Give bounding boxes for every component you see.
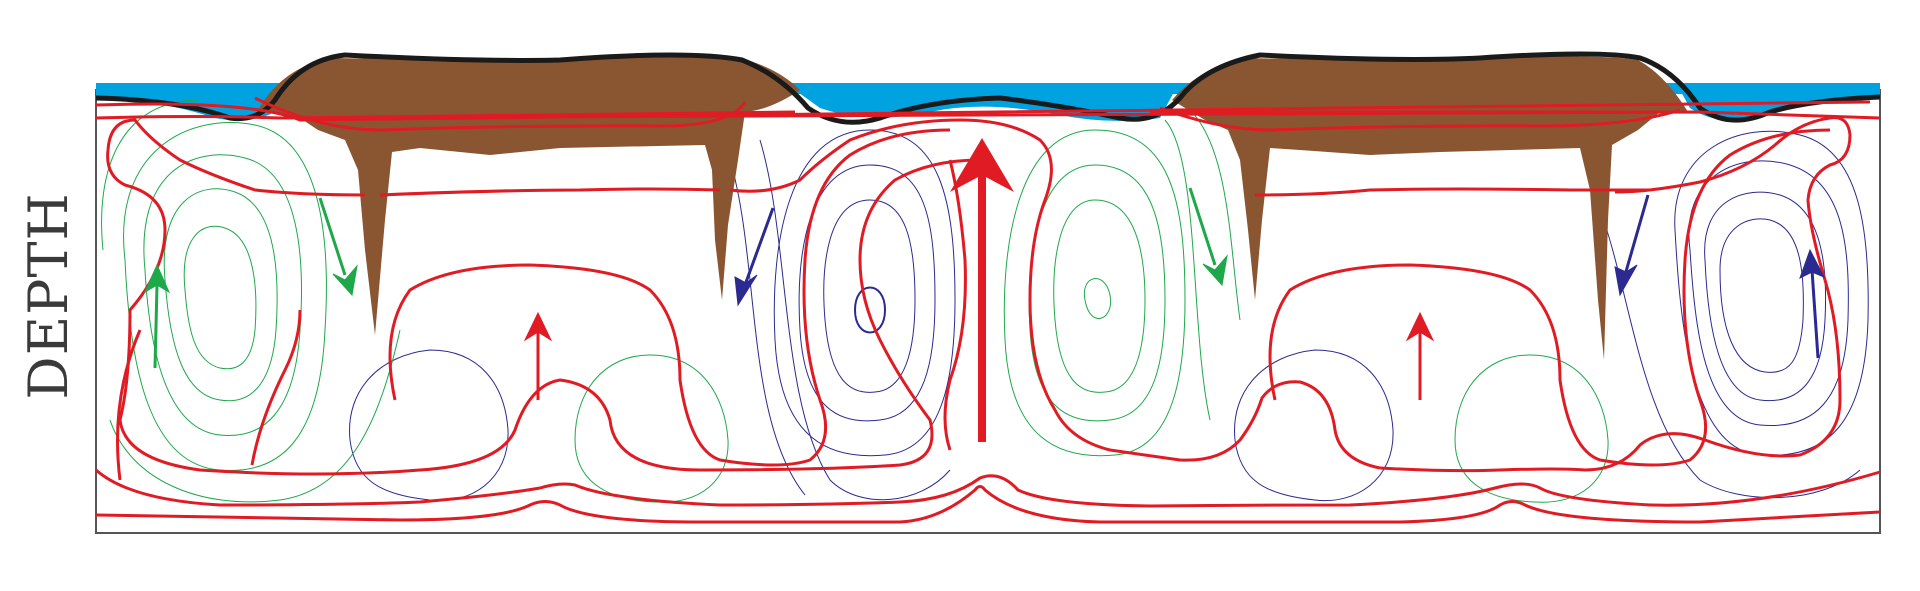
red-streamline <box>379 187 721 197</box>
red-streamline <box>284 110 796 120</box>
green-arrow-icon <box>318 197 358 297</box>
red-streamline <box>106 118 981 476</box>
red-streamlines <box>95 96 1881 524</box>
green-streamline <box>1053 199 1146 393</box>
blue-streamline <box>349 349 509 502</box>
green-streamline <box>123 122 327 471</box>
blue-streamline <box>1704 191 1827 402</box>
red-streamline <box>250 309 302 466</box>
blue-arrow-icon <box>1799 248 1826 359</box>
blue-streamline <box>773 129 956 457</box>
red-streamline <box>95 468 1881 508</box>
red-streamline <box>1159 106 1681 132</box>
red-streamline <box>254 96 747 132</box>
depth-axis-label: DEPTH <box>16 192 80 400</box>
red-streamline <box>729 118 1381 470</box>
red-streamline <box>1379 116 1852 473</box>
green-streamline <box>1003 129 1186 457</box>
red-streamline <box>1254 187 1650 197</box>
blue-arrow-icon <box>1614 194 1650 297</box>
red-streamline <box>95 110 1881 120</box>
red-arrow-icon <box>950 138 1014 442</box>
green-arrow-icon <box>1188 187 1228 287</box>
red-streamline <box>1268 128 1831 467</box>
green-streamline <box>109 329 401 503</box>
red-arrow-icon <box>523 311 553 400</box>
green-streamline <box>1083 278 1112 319</box>
right-continent <box>1172 56 1688 361</box>
coastline <box>95 51 1881 125</box>
green-streamline <box>143 154 302 437</box>
green-streamline <box>1189 109 1241 321</box>
red-arrow-icon <box>1405 311 1435 400</box>
blue-streamline <box>729 159 806 496</box>
blue-streamline <box>853 286 887 334</box>
green-arrow-icon <box>143 263 171 369</box>
red-streamline <box>943 159 967 451</box>
red-streamline <box>95 485 1881 524</box>
blue-streamline <box>1719 218 1804 373</box>
blue-arrow-icon <box>734 207 775 307</box>
green-streamline <box>1164 119 1211 421</box>
blue-streamline <box>823 199 916 393</box>
green-streamline <box>1454 354 1609 503</box>
green-streamline <box>163 188 278 402</box>
blue-streamline <box>798 164 936 422</box>
blue-streamline <box>1234 349 1394 502</box>
ocean-surface <box>96 83 1880 94</box>
green-streamline <box>183 225 257 370</box>
red-streamline <box>116 329 142 481</box>
blue-streamline <box>1688 160 1849 427</box>
red-streamline <box>388 128 951 467</box>
